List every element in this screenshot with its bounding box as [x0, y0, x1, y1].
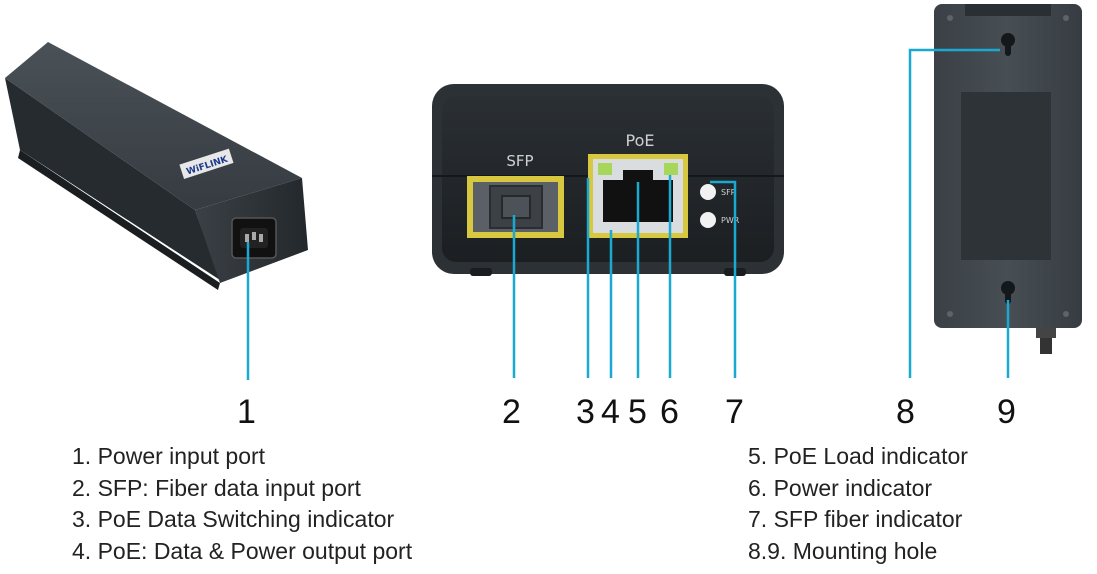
legend-item: 5. PoE Load indicator	[748, 443, 968, 469]
mounting-hole-bottom	[1001, 281, 1015, 304]
callout-lines	[246, 48, 1010, 380]
sfp-port-label: SFP	[506, 152, 533, 170]
callout-line-7	[710, 180, 737, 378]
poe-data-switching-led	[598, 163, 612, 175]
callout-number-2: 2	[502, 393, 521, 431]
sfp-fiber-led	[700, 184, 716, 200]
power-injector-angled-view: WiFLINK	[5, 42, 308, 290]
indicator-leds: SFP PWR	[700, 184, 740, 228]
poe-load-led	[664, 163, 678, 175]
power-input-port	[231, 217, 277, 259]
led-pwr-label: PWR	[721, 216, 740, 225]
power-injector-front-view: SFP PoE SFP PWR	[432, 84, 784, 276]
legend-item: 8.9. Mounting hole	[748, 537, 938, 564]
legend-item: 7. SFP fiber indicator	[748, 506, 963, 532]
legend-item: 4. PoE: Data & Power output port	[72, 537, 413, 564]
power-injector-back-view	[934, 4, 1082, 354]
legend-left: 1. Power input port 2. SFP: Fiber data i…	[72, 441, 412, 567]
legend-item: 1. Power input port	[72, 443, 266, 469]
callout-number-8: 8	[896, 393, 915, 431]
legend-right: 5. PoE Load indicator 6. Power indicator…	[748, 441, 968, 567]
callout-number-9: 9	[997, 393, 1016, 431]
callout-number-6: 6	[660, 393, 679, 431]
callout-number-5: 5	[628, 393, 647, 431]
legend-item: 6. Power indicator	[748, 474, 933, 501]
callout-number-7: 7	[725, 393, 744, 431]
callout-number-4: 4	[601, 393, 620, 431]
led-sfp-label: SFP	[721, 188, 736, 197]
callout-number-3: 3	[576, 393, 595, 431]
callout-number-1: 1	[237, 393, 256, 431]
legend-item: 3. PoE Data Switching indicator	[72, 506, 395, 532]
callout-line-8	[908, 48, 1000, 378]
legend-item: 2. SFP: Fiber data input port	[72, 474, 361, 501]
mounting-hole-top	[1001, 33, 1015, 56]
poe-port-label: PoE	[626, 131, 655, 150]
sfp-port: SFP	[467, 152, 564, 238]
power-led	[700, 212, 716, 228]
